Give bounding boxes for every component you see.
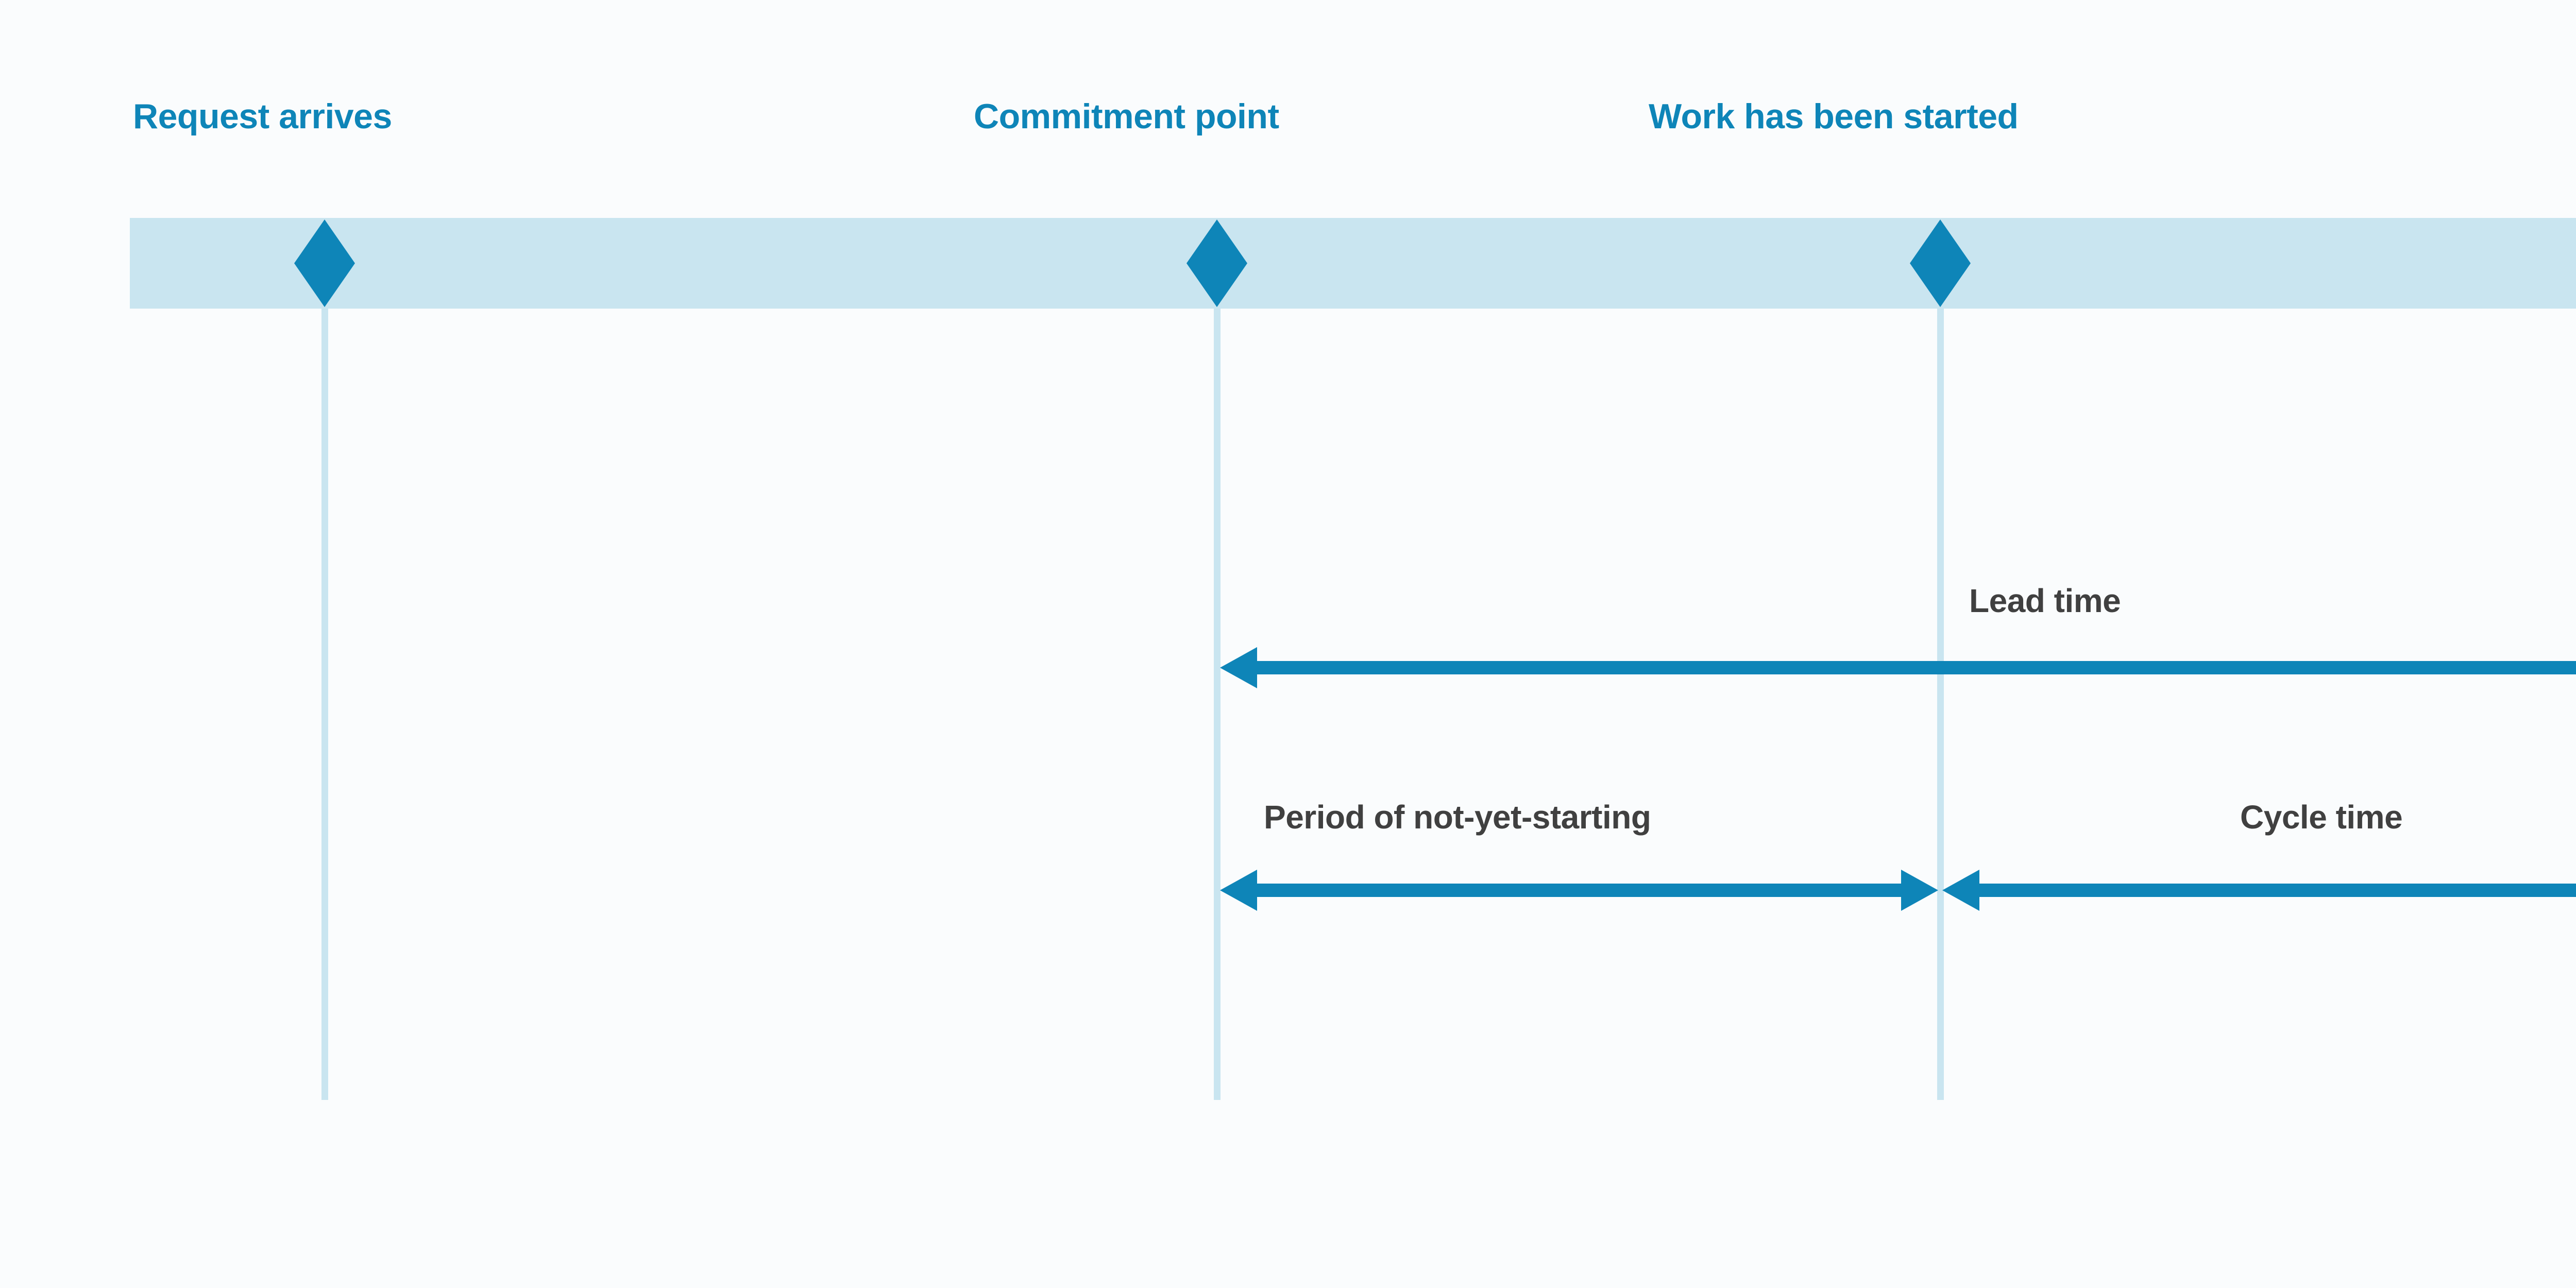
guide-line-commitment-point <box>1214 219 1221 1100</box>
milestone-label-commitment-point: Commitment point <box>974 97 1279 136</box>
measure-label-cycle-time: Cycle time <box>2240 799 2403 836</box>
guide-line-request-arrives <box>321 219 328 1100</box>
measure-arrow-cycle-time <box>1942 865 2576 916</box>
measure-arrow-lead-time <box>1220 642 2576 693</box>
milestone-label-work-has-been-started: Work has been started <box>1649 97 2019 136</box>
guide-line-work-has-been-started <box>1937 219 1944 1100</box>
measure-arrow-period-of-not-yet-starting <box>1220 865 1938 916</box>
timeline-band-body <box>130 218 2576 309</box>
arrow-shaft <box>1255 884 1903 897</box>
measure-label-lead-time: Lead time <box>1969 582 2121 619</box>
arrowhead-right-icon <box>1901 870 1938 911</box>
timeline-band <box>130 218 2576 309</box>
measure-label-period-of-not-yet-starting: Period of not-yet-starting <box>1264 799 1651 836</box>
arrowhead-left-icon <box>1942 870 1979 911</box>
arrow-shaft <box>1977 884 2576 897</box>
arrowhead-left-icon <box>1220 870 1257 911</box>
milestone-label-request-arrives: Request arrives <box>133 97 392 136</box>
arrow-shaft <box>1255 661 2576 674</box>
arrowhead-left-icon <box>1220 647 1257 688</box>
